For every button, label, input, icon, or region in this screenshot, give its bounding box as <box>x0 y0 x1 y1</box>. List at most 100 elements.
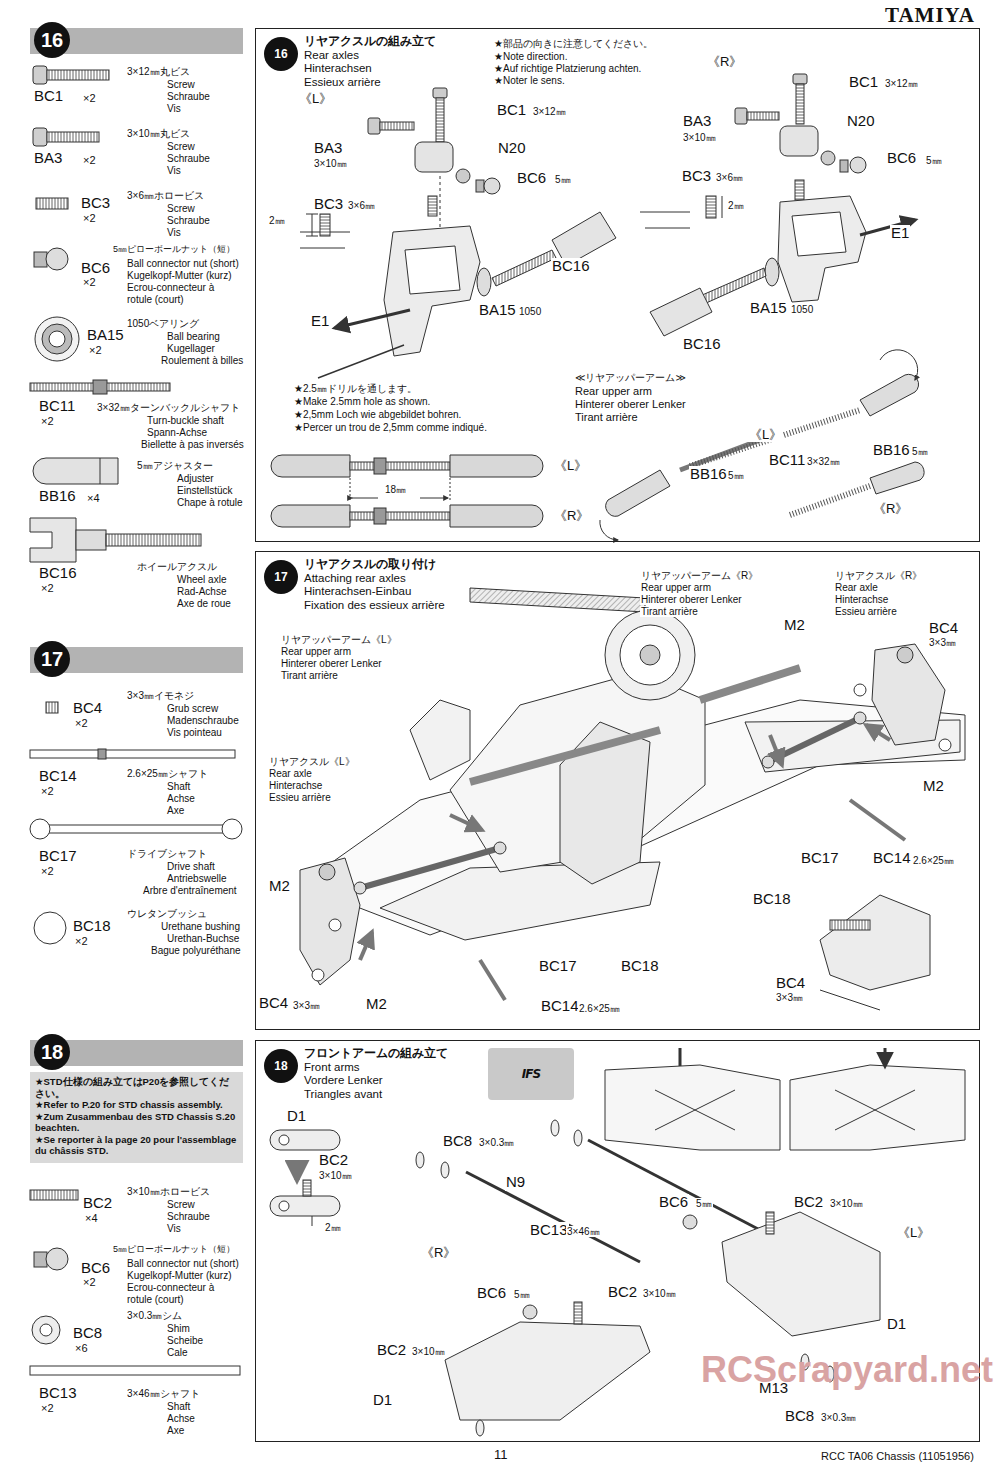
caption-text: 5㎜ピローボールナット（短） <box>112 1245 236 1255</box>
part-code: BA15 <box>478 302 517 319</box>
part-code: M2 <box>922 778 945 795</box>
part-code: BC6 <box>886 150 917 167</box>
caption-text: Rear upper arm <box>640 582 712 593</box>
caption-text: Turn-buckle shaft <box>146 415 225 426</box>
part-icon <box>40 825 232 833</box>
insert-arrow <box>770 735 782 765</box>
caption-text: Shaft <box>166 1401 191 1412</box>
part-icon <box>33 458 118 484</box>
caption-text: 3×3㎜イモネジ <box>126 690 195 701</box>
axle-assembly-right <box>840 160 848 172</box>
caption-text: Tirant arrière <box>280 670 339 681</box>
axle-assembly-right <box>778 196 866 302</box>
caption-text: リヤアクスル《L》 <box>268 756 356 767</box>
part-code: BC11 <box>768 452 806 469</box>
caption-text: ★2,5mm Loch wie abgebildet bohren. <box>293 409 462 420</box>
caption-text: Spann-Achse <box>146 427 208 438</box>
step-title: Vordere Lenker <box>304 1074 448 1088</box>
axle-assembly-right <box>700 268 766 304</box>
front-arm-illustration <box>303 1180 311 1196</box>
text-group: リヤアクスルの組み立てRear axlesHinterachsenEssieux… <box>304 35 436 89</box>
step-number: 16 <box>34 22 70 58</box>
caption-text: ★部品の向きに注意してください。 <box>493 38 654 49</box>
part-icon <box>30 66 242 1375</box>
step-number: 16 <box>264 37 298 71</box>
part-code: 《L》 <box>748 428 783 442</box>
front-arm-illustration <box>295 1160 300 1180</box>
part-code: BC13 <box>529 1222 569 1239</box>
caption-text: Shaft <box>166 781 191 792</box>
caption-text: 18㎜ <box>384 484 407 495</box>
caption-text: Urethan-Buchse <box>166 933 240 944</box>
caption-text: Screw <box>166 79 196 90</box>
part-code: N20 <box>846 113 876 130</box>
caption-text: Hinterer oberer Lenker <box>574 398 687 410</box>
note-text: ★STD仕様の組み立てはP20を参照してください。 <box>35 1076 238 1099</box>
part-code: E1 <box>890 225 910 242</box>
caption-text: Hinterer oberer Lenker <box>280 658 383 669</box>
part-code: BC4 <box>258 995 289 1012</box>
step-number-circle: 18 <box>264 1049 298 1083</box>
part-icon <box>98 749 106 759</box>
caption-text: ×2 <box>74 935 89 947</box>
chassis-illustration <box>312 969 324 981</box>
insert-arrow <box>866 725 890 740</box>
text-group: 17 <box>264 560 298 594</box>
upper-arm-exploded <box>606 470 670 516</box>
insert-arrow <box>360 725 890 960</box>
caption-text: Axe de roue <box>176 598 232 609</box>
caption-text: リヤアクスル《R》 <box>834 570 923 581</box>
part-icon <box>106 534 201 546</box>
part-code: BC17 <box>538 958 578 975</box>
watermark: RCScrapyard.net <box>700 1350 994 1390</box>
front-arm-illustration <box>790 1065 965 1150</box>
front-arm-illustration <box>574 1302 582 1324</box>
caption-text: Antriebswelle <box>166 873 227 884</box>
step-title: Hinterachsen-Einbau <box>304 585 445 599</box>
part-code: BC1 <box>848 74 879 91</box>
part-code: BC18 <box>72 918 112 935</box>
part-code: BC18 <box>752 891 792 908</box>
part-code: BA3 <box>313 140 343 157</box>
part-code: M2 <box>365 996 388 1013</box>
caption-text: 3×10㎜ホロービス <box>126 1186 211 1197</box>
caption-text: Cale <box>166 1347 189 1358</box>
direction-arrow <box>335 310 410 328</box>
step-title: リヤアクスルの取り付け <box>304 558 445 572</box>
note-text: ★Zum Zusammenbau des STD Chassis S.20 be… <box>35 1111 238 1134</box>
caption-text: RCC TA06 Chassis (11051956) <box>820 1450 975 1462</box>
caption-text: Chape à rotule <box>176 497 244 508</box>
chassis-illustration <box>380 862 660 940</box>
chassis-illustration <box>820 990 880 1010</box>
axle-assembly-right <box>792 212 846 256</box>
caption-text: ×4 <box>84 1212 99 1224</box>
caption-text: 3×12㎜ <box>884 78 919 89</box>
axle-assembly-right <box>722 196 723 218</box>
caption-text: ×2 <box>82 212 97 224</box>
part-code: N9 <box>505 1174 526 1191</box>
front-arm-illustration <box>551 1120 559 1136</box>
step-title: Fixation des essieux arrière <box>304 599 445 613</box>
part-code: BC6 <box>658 1194 689 1211</box>
turnbuckle-guide <box>352 498 378 499</box>
caption-text: Essieu arrière <box>834 606 898 617</box>
caption-text: Vis <box>166 1223 182 1234</box>
caption-text: Rad-Achse <box>176 586 227 597</box>
chassis-illustration <box>360 848 500 888</box>
front-arm-illustration <box>270 1130 340 1150</box>
caption-text: Rear upper arm <box>574 385 653 397</box>
part-code: BC11 <box>38 398 76 415</box>
step-title: Rear axles <box>304 49 436 63</box>
part-code: BC1 <box>496 102 527 119</box>
caption-text: 1050 <box>518 306 542 317</box>
caption-text: Ball bearing <box>166 331 221 342</box>
badge-text: IFS <box>488 1048 574 1100</box>
chassis-illustration <box>410 700 470 780</box>
part-code: BC4 <box>928 620 959 637</box>
caption-text: 5㎜ <box>554 174 572 185</box>
upper-arm-exploded <box>790 486 870 515</box>
part-code: M13 <box>758 1380 789 1397</box>
caption-text: ×2 <box>40 865 55 877</box>
